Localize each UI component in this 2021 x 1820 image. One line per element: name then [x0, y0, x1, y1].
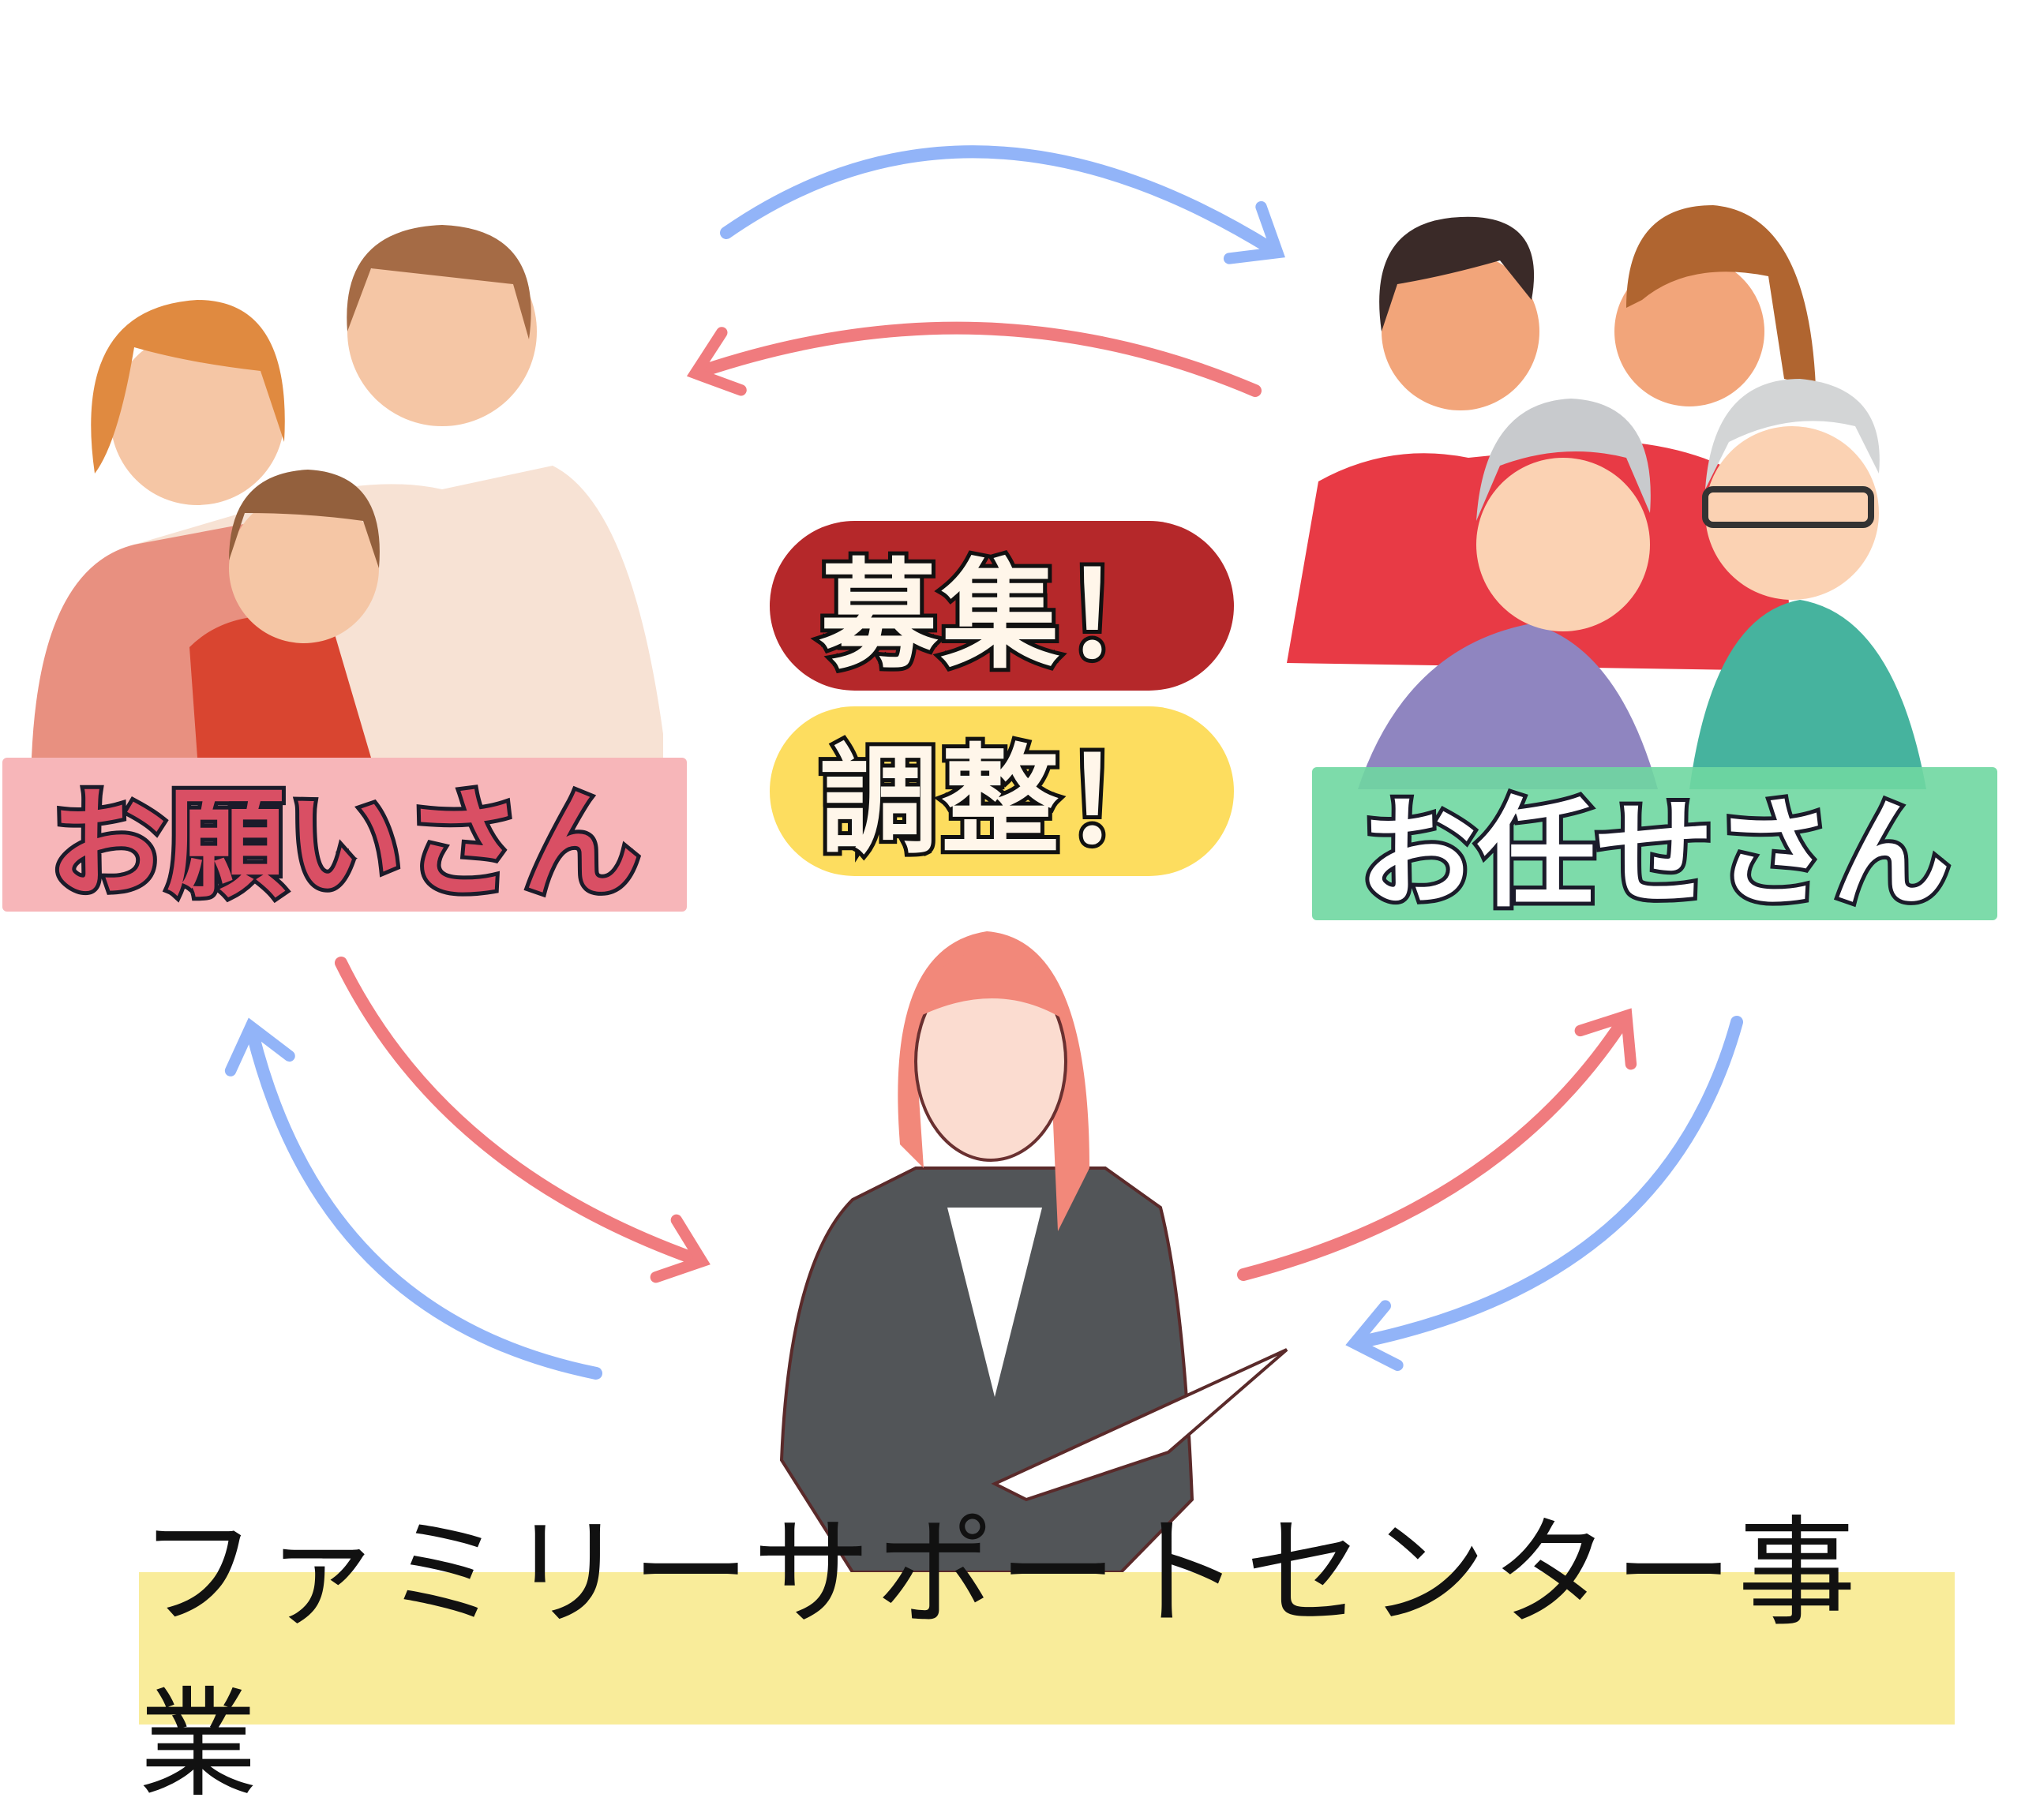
diagram-canvas: [32, 145, 1926, 1574]
requester-text: お願いさん: [44, 773, 644, 918]
arrow-center-to-provider: [1237, 1008, 1637, 1281]
arrow-requester-to-provider: [720, 145, 1285, 264]
arrow-center-to-requester: [224, 1017, 602, 1380]
requester-label: お願いさん: [2, 758, 687, 918]
provider-label: お任せさん: [1312, 767, 1997, 927]
arrow-requester-to-center: [335, 957, 711, 1283]
arrow-provider-to-center: [1345, 1016, 1743, 1371]
recruit-text: 募集！: [816, 544, 1185, 689]
provider-text: お任せさん: [1355, 782, 1955, 927]
coordinator-illustration: [779, 931, 1288, 1574]
program-title: ファミリーサポートセンター事業: [139, 1504, 1862, 1814]
arrow-provider-to-requester: [686, 321, 1262, 397]
volunteers-illustration: [1287, 205, 1926, 789]
recruit-badge: 募集！: [770, 521, 1234, 691]
program-title-banner: ファミリーサポートセンター事業: [139, 1505, 1955, 1814]
coordinate-text: 調整！: [816, 729, 1185, 874]
coordinate-badge: 調整！: [770, 706, 1234, 876]
family-illustration: [32, 225, 663, 758]
